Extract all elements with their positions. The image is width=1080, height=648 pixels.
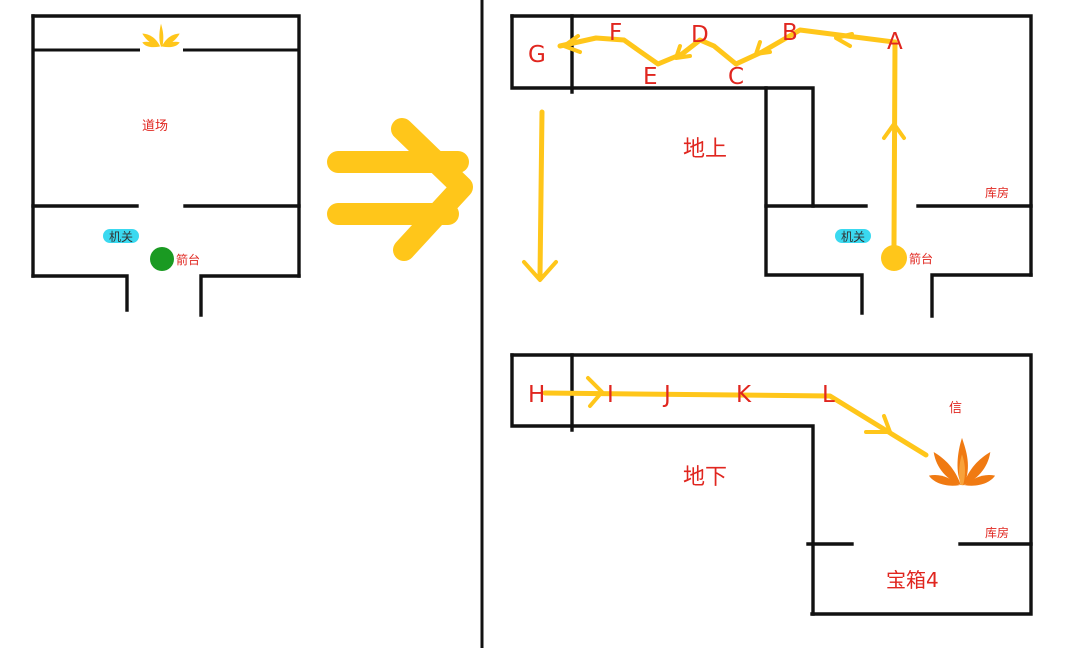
waypoint-H: H	[528, 382, 545, 408]
left-fire-icon	[142, 23, 180, 48]
left-switch-badge-icon: 机关	[103, 229, 139, 244]
right-bottom-floor-label: 地下	[683, 465, 727, 490]
waypoint-G: G	[528, 42, 546, 68]
right-bottom-chest-label: 宝箱4	[886, 568, 939, 592]
right-top-storage-label: 库房	[985, 185, 1009, 200]
left-map: 道场 机关 箭台	[31, 14, 301, 317]
waypoint-A: A	[887, 29, 903, 55]
right-top-waypoints: A B C D E F G	[528, 20, 903, 90]
floor-down-arrow-icon	[522, 109, 558, 282]
waypoint-L: L	[822, 382, 835, 408]
left-room-label: 道场	[142, 119, 168, 134]
left-turret-label: 箭台	[176, 252, 200, 267]
right-bottom-route	[542, 376, 929, 458]
right-bottom-letter-label: 信	[949, 401, 962, 416]
waypoint-E: E	[643, 64, 658, 90]
right-top-turret-dot-icon	[881, 245, 907, 271]
waypoint-J: J	[662, 382, 671, 408]
waypoint-F: F	[609, 20, 622, 46]
left-walls	[31, 14, 301, 317]
transition-arrow-icon	[327, 118, 473, 261]
waypoint-D: D	[691, 22, 709, 48]
right-bottom-storage-label: 库房	[985, 525, 1009, 540]
right-bottom-waypoints: H I J K L	[528, 382, 835, 408]
waypoint-B: B	[782, 20, 798, 46]
right-top-walls	[510, 14, 1033, 318]
waypoint-K: K	[736, 382, 752, 408]
right-bottom-fire-icon	[928, 437, 996, 486]
waypoint-I: I	[607, 382, 614, 408]
waypoint-C: C	[728, 64, 744, 90]
left-turret-dot-icon	[150, 247, 174, 271]
right-top-switch-badge-icon: 机关	[835, 229, 871, 244]
right-top-switch-label: 机关	[841, 230, 865, 244]
right-top-map: 地上 库房 机关 箭台 A B C D E F G	[510, 14, 1033, 318]
right-top-floor-label: 地上	[683, 137, 727, 162]
left-switch-label: 机关	[109, 230, 133, 244]
right-top-route	[557, 27, 906, 248]
right-bottom-map: 地下 库房 信 宝箱4 H I J K L	[510, 353, 1033, 616]
right-top-turret-label: 箭台	[909, 251, 933, 266]
